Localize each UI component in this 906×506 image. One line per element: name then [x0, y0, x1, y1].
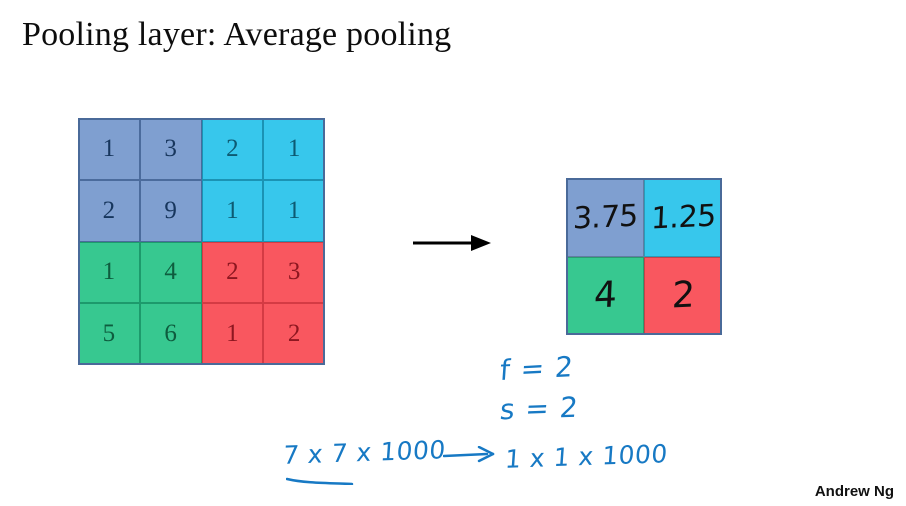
transform-arrow-icon — [413, 232, 491, 254]
input-cell-r3c3: 2 — [263, 303, 325, 365]
input-cell-r2c3: 3 — [263, 241, 325, 304]
input-cell-r2c2: 2 — [201, 241, 264, 304]
output-value-r0c1: 1.25 — [649, 198, 717, 237]
input-cell-r2c1: 4 — [139, 241, 202, 304]
output-value-r0c0: 3.75 — [571, 198, 639, 237]
input-cell-r0c3: 1 — [263, 118, 325, 180]
input-cell-r1c2: 1 — [201, 179, 264, 242]
annotation-arrow-icon — [442, 445, 499, 464]
annotation-input-shape: 7 x 7 x 1000 — [282, 435, 447, 470]
input-cell-r1c3: 1 — [263, 179, 325, 242]
input-cell-r2c0: 1 — [78, 241, 140, 304]
input-cell-r3c2: 1 — [201, 303, 264, 365]
output-cell-r0c1: 1.25 — [644, 178, 722, 257]
annotation-filter-size: f = 2 — [498, 349, 576, 388]
input-cell-r1c0: 2 — [78, 179, 140, 242]
input-cell-r0c2: 2 — [201, 118, 264, 180]
input-cell-r3c0: 5 — [78, 303, 140, 365]
output-cell-r1c0: 4 — [566, 256, 644, 335]
annotation-stride: s = 2 — [498, 390, 581, 427]
output-cell-r0c0: 3.75 — [566, 178, 644, 257]
annotation-output-shape: 1 x 1 x 1000 — [504, 439, 669, 474]
input-matrix: 1 3 2 1 2 9 1 1 1 4 2 3 5 6 1 2 — [78, 118, 325, 365]
annotation-underline — [285, 472, 354, 486]
output-matrix: 3.75 1.25 4 2 — [566, 178, 722, 335]
author-credit: Andrew Ng — [814, 483, 894, 500]
page-title: Pooling layer: Average pooling — [22, 16, 452, 53]
output-value-r1c0: 4 — [592, 274, 618, 317]
input-cell-r3c1: 6 — [139, 303, 202, 365]
input-cell-r0c1: 3 — [139, 118, 202, 180]
input-cell-r0c0: 1 — [78, 118, 140, 180]
output-value-r1c1: 2 — [670, 274, 696, 317]
output-cell-r1c1: 2 — [644, 256, 722, 335]
input-cell-r1c1: 9 — [139, 179, 202, 242]
